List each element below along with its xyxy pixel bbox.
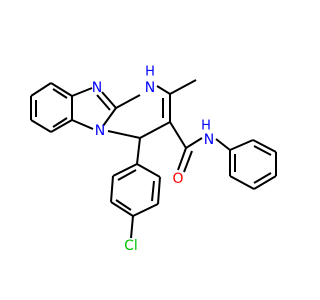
atom-o-carbonyl: O	[172, 171, 183, 187]
carbonyl-bond	[183, 150, 193, 173]
phenyl-ring	[229, 139, 277, 190]
bond	[156, 85, 171, 95]
chlorophenyl-ring	[110, 137, 161, 239]
bond	[215, 138, 231, 151]
bond	[132, 203, 159, 217]
bond	[157, 176, 161, 205]
carbonyl-bond	[177, 147, 187, 171]
atom-h-ring: H	[145, 65, 155, 80]
bond	[185, 137, 203, 149]
atom-n-bridge: N	[95, 123, 105, 139]
molecule-canvas: N H N N H N O Cl	[30, 64, 277, 255]
amide-group	[169, 121, 231, 173]
benzo-ring	[30, 82, 73, 133]
bond	[139, 121, 171, 139]
bond	[71, 119, 94, 130]
bond	[253, 175, 277, 190]
bond	[252, 139, 277, 153]
bond	[107, 130, 141, 139]
bond	[71, 87, 93, 97]
double-bond	[52, 117, 68, 128]
bond	[110, 175, 114, 203]
methyl-bond	[169, 79, 197, 95]
double-bond	[52, 88, 68, 99]
bond	[30, 119, 52, 133]
bond	[30, 82, 52, 97]
atom-n-amide: N	[204, 132, 214, 148]
atom-labels: N H N N H N O Cl	[92, 65, 214, 255]
bond	[136, 163, 161, 178]
atom-h-amide: H	[201, 119, 211, 134]
atom-cl: Cl	[124, 238, 138, 254]
bond	[101, 91, 117, 109]
bond	[102, 107, 117, 127]
bond	[229, 175, 255, 190]
double-bond	[117, 169, 137, 181]
pyrimidine-ring	[107, 85, 171, 139]
double-bond	[115, 199, 132, 211]
structure-diagram: N H N N H N O Cl	[30, 65, 277, 255]
bond	[110, 201, 134, 217]
bond	[112, 163, 138, 177]
double-bond	[151, 180, 155, 202]
bond	[115, 94, 141, 109]
atom-n-ring: N	[145, 80, 155, 96]
double-bond	[253, 145, 272, 156]
imidazole-ring	[71, 87, 117, 130]
double-bond	[96, 94, 111, 111]
c-cl-bond	[130, 215, 134, 239]
bond	[136, 137, 141, 165]
atom-n-imidazole: N	[92, 80, 102, 96]
double-bond	[253, 172, 272, 184]
bond	[229, 139, 254, 151]
bond	[50, 119, 73, 133]
bond	[169, 121, 187, 149]
bond	[50, 82, 73, 97]
